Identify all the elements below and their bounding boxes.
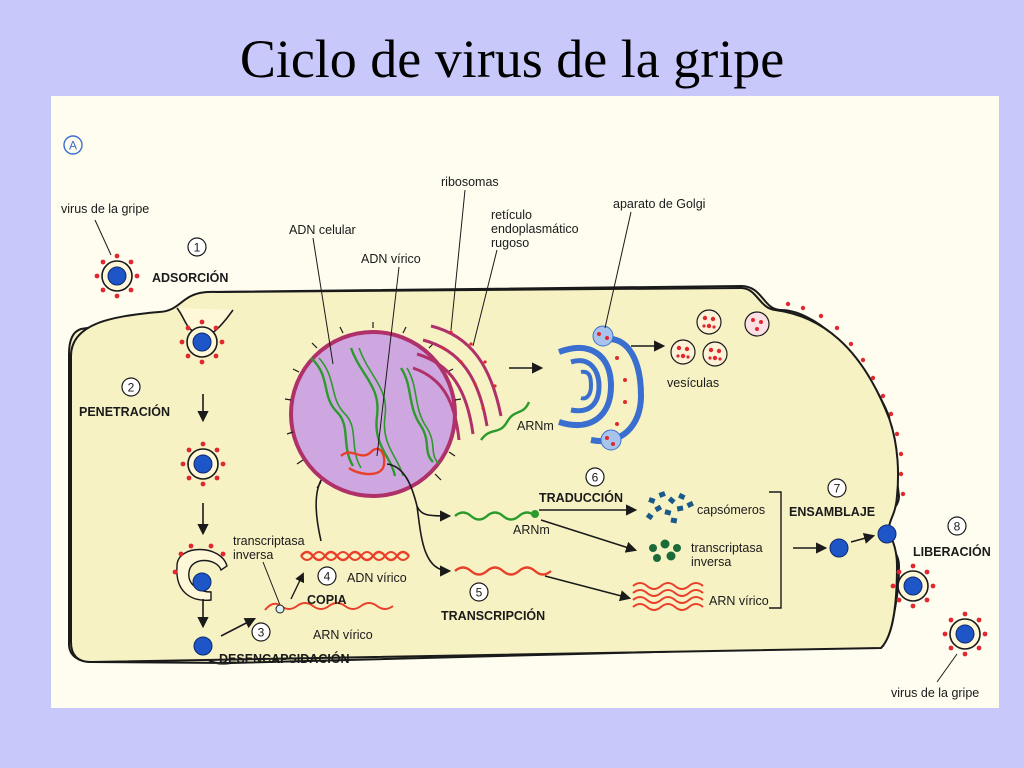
step-1: 1 ADSORCIÓN [152,237,228,285]
vesicle-2 [670,339,696,365]
budding-vesicle [744,311,770,337]
svg-text:7: 7 [834,482,841,496]
panel-marker: A [63,135,83,155]
step-5: 5 TRANSCRIPCIÓN [441,582,545,623]
step-2: 2 PENETRACIÓN [79,377,170,419]
label-adn-virico-copy: ADN vírico [347,571,407,585]
svg-text:TRADUCCIÓN: TRADUCCIÓN [539,490,623,505]
virus-cycle-figure: A virus de la gripe 1 ADSORCIÓN 2 PENETR… [51,96,999,708]
diagram-canvas: A virus de la gripe 1 ADSORCIÓN 2 PENETR… [61,135,991,700]
label-virus-top: virus de la gripe [61,202,149,216]
transcriptasa-proteins [649,539,681,562]
label-adn-virico: ADN vírico [361,252,421,266]
svg-text:1: 1 [194,241,201,255]
svg-text:5: 5 [476,586,483,600]
step-7: 7 ENSAMBLAJE [789,478,875,519]
arnm-strand-top [480,401,531,441]
step-3: 3 DESENCAPSIDACIÓN [219,622,350,666]
svg-text:ADSORCIÓN: ADSORCIÓN [152,270,228,285]
label-golgi: aparato de Golgi [613,197,705,211]
rough-er [412,324,503,441]
vesicle-3 [702,341,728,367]
virus-budding [889,562,937,610]
svg-text:inversa: inversa [691,555,731,569]
arn-virico-strand-left [264,602,394,611]
label-arnm-mid: ARNm [513,523,550,537]
assembly-bracket [769,491,782,609]
svg-text:ENSAMBLAJE: ENSAMBLAJE [789,505,875,519]
label-virus-bottom: virus de la gripe [891,686,979,700]
svg-text:PENETRACIÓN: PENETRACIÓN [79,404,170,419]
svg-text:4: 4 [324,570,331,584]
svg-text:2: 2 [128,381,135,395]
label-transcriptasa-right: transcriptasa [691,541,763,555]
svg-text:rugoso: rugoso [491,236,529,250]
nuclear-pores [284,322,462,489]
label-arnm-top: ARNm [517,419,554,433]
svg-text:endoplasmático: endoplasmático [491,222,579,236]
svg-text:A: A [69,139,77,153]
virus-endosome [179,440,227,488]
ribosome-dots [441,330,497,410]
label-arn-virico-left: ARN vírico [313,628,373,642]
capsomeros [645,491,694,524]
label-adn-celular: ADN celular [289,223,356,237]
adn-virico-copy [300,550,410,562]
arn-strand-transcription [454,566,552,576]
core-at-membrane [877,524,897,544]
slide-title: Ciclo de virus de la gripe [239,29,785,89]
step-6: 6 TRADUCCIÓN [539,467,623,505]
vesicle-1 [696,309,722,335]
arnm-strand-mid [454,511,536,521]
svg-text:LIBERACIÓN: LIBERACIÓN [913,544,991,559]
virus-adsorbing [178,318,226,366]
label-reticulo: retículo [491,208,532,222]
step-4: 4 COPIA [307,566,347,607]
svg-text:COPIA: COPIA [307,593,347,607]
svg-text:6: 6 [592,471,599,485]
cell-membrane [70,286,900,664]
svg-text:inversa: inversa [233,548,273,562]
label-arn-virico-right: ARN vírico [709,594,769,608]
svg-text:8: 8 [954,520,961,534]
svg-text:3: 3 [258,626,265,640]
label-ribosomas: ribosomas [441,175,499,189]
svg-text:DESENCAPSIDACIÓN: DESENCAPSIDACIÓN [219,651,350,666]
step-8: 8 LIBERACIÓN [913,516,991,559]
assembled-core [829,538,849,558]
label-transcriptasa-left: transcriptasa [233,534,305,548]
label-capsomeros: capsómeros [697,503,765,517]
nucleus [289,330,457,498]
label-vesiculas: vesículas [667,376,719,390]
uncoating-capsid [176,548,228,601]
virus-released [941,610,989,658]
svg-text:TRANSCRIPCIÓN: TRANSCRIPCIÓN [441,608,545,623]
virus-particle-outside [93,252,141,300]
arn-virico-copies [632,582,704,611]
